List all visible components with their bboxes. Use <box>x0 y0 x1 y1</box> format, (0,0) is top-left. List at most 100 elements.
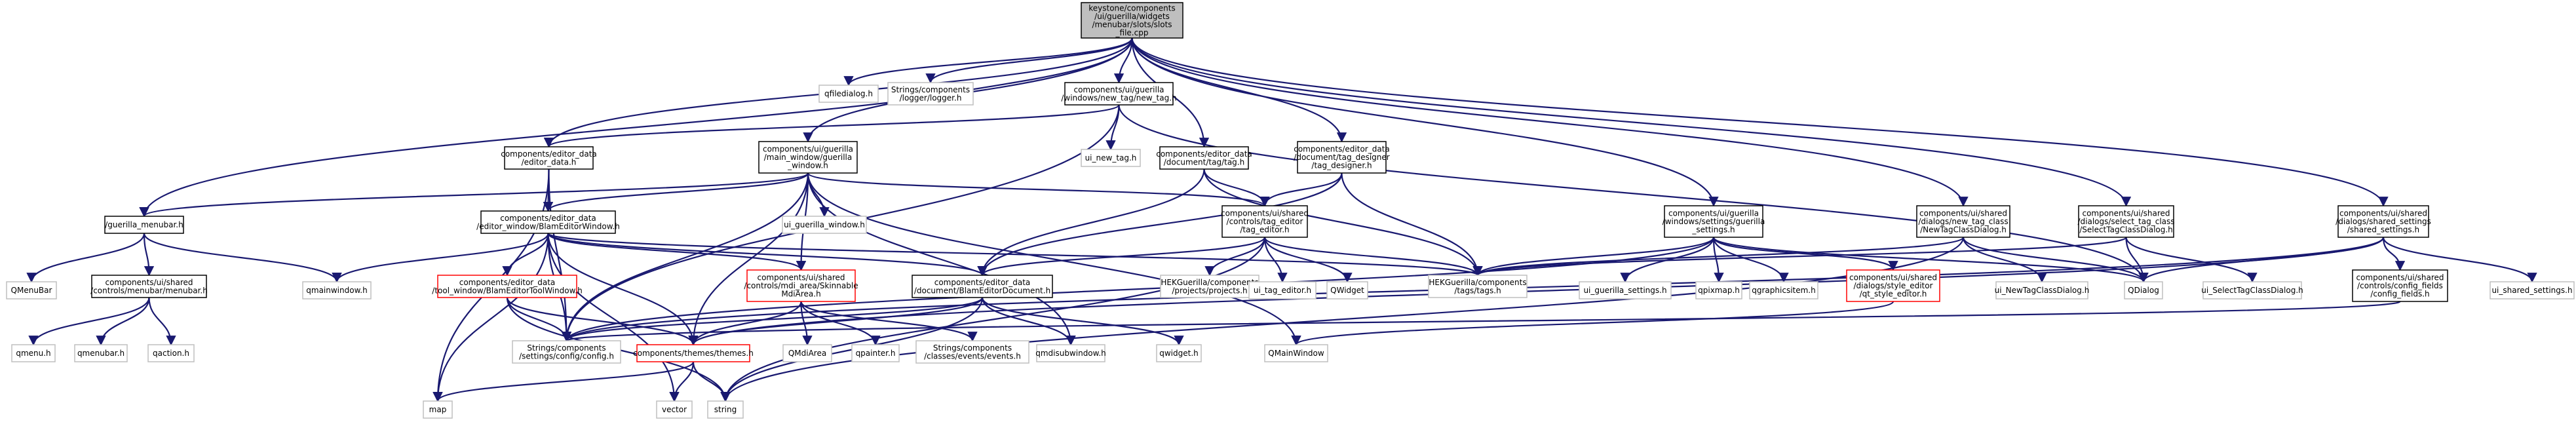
node-label: HEKGuerilla/components <box>1429 278 1526 287</box>
node-style-editor[interactable]: components/ui/shared/dialogs/style_edito… <box>1846 269 1940 302</box>
node-qpainter[interactable]: qpainter.h <box>851 344 900 362</box>
node-label: ui_NewTagClassDialog.h <box>1995 286 2090 295</box>
node-box <box>104 216 184 234</box>
node-qmdisub[interactable]: qmdisubwindow.h <box>1035 344 1106 362</box>
node-label: qgraphicsitem.h <box>1752 286 1815 295</box>
node-blam-editor-window[interactable]: components/editor_data/editor_window/Bla… <box>476 210 620 234</box>
node-label: /windows/settings/guerilla <box>1663 217 1765 226</box>
node-qwidget-c[interactable]: QWidget <box>1326 281 1368 299</box>
node-ui-tag-editor[interactable]: ui_tag_editor.h <box>1248 281 1317 299</box>
node-qfiledialog[interactable]: qfiledialog.h <box>818 85 879 103</box>
node-qdialog[interactable]: QDialog <box>2124 281 2163 299</box>
node-main-window[interactable]: components/ui/guerilla/main_window/gueri… <box>758 141 858 174</box>
node-label: components/ui/shared <box>1919 209 2007 218</box>
node-qwidget-h[interactable]: qwidget.h <box>1156 344 1202 362</box>
edge-tag_h-to-tag_editor <box>1203 168 1270 207</box>
node-settings[interactable]: components/ui/guerilla/windows/settings/… <box>1663 205 1765 238</box>
node-events[interactable]: Strings/components/classes/events/events… <box>915 340 1029 364</box>
node-box <box>1664 205 1763 238</box>
node-label: /menubar/slots/slots <box>1092 20 1172 29</box>
node-logger[interactable]: Strings/components/logger/logger.h <box>887 82 974 106</box>
node-map[interactable]: map <box>423 400 453 419</box>
node-shared-settings[interactable]: components/ui/shared/dialogs/shared_sett… <box>2336 205 2431 238</box>
node-label: components/ui/shared <box>1849 273 1937 282</box>
node-qmainwindow-c[interactable]: QMainWindow <box>1264 344 1328 362</box>
node-label: /tool_window/BlamEditorToolWindow.h <box>432 286 582 295</box>
node-ui-new-tag[interactable]: ui_new_tag.h <box>1081 149 1141 167</box>
node-label: _file.cpp <box>1115 28 1149 37</box>
node-ui-newtagclass[interactable]: ui_NewTagClassDialog.h <box>1995 281 2090 299</box>
node-qpixmap[interactable]: qpixmap.h <box>1695 281 1742 299</box>
node-tag-h[interactable]: components/editor_data/document/tag/tag.… <box>1156 146 1252 170</box>
node-label: /guerilla_menubar.h <box>105 220 183 229</box>
node-label: ui_SelectTagClassDialog.h <box>2201 286 2303 295</box>
node-hek-tags[interactable]: HEKGuerilla/components/tags/tags.h <box>1428 275 1528 298</box>
node-label: /tags/tags.h <box>1454 286 1501 295</box>
node-label: ui_guerilla_settings.h <box>1583 286 1666 295</box>
node-label: /dialogs/select_tag_class <box>2077 217 2174 226</box>
node-qaction[interactable]: qaction.h <box>147 344 195 362</box>
node-ui-guerilla-settings[interactable]: ui_guerilla_settings.h <box>1579 281 1672 299</box>
node-select-tag-class[interactable]: components/ui/shared/dialogs/select_tag_… <box>2077 205 2175 238</box>
node-label: /windows/new_tag/new_tag.h <box>1061 93 1176 102</box>
node-newtag[interactable]: components/ui/guerilla/windows/new_tag/n… <box>1061 82 1177 106</box>
node-tool-window[interactable]: components/editor_data/tool_window/BlamE… <box>432 275 583 298</box>
node-guerilla-menubar[interactable]: /guerilla_menubar.h <box>104 216 184 234</box>
node-blam-doc[interactable]: components/editor_data/document/BlamEdit… <box>912 275 1053 298</box>
node-label: components/ui/shared <box>1221 209 1309 218</box>
node-shared-menubar[interactable]: components/ui/shared/controls/menubar/me… <box>90 275 208 298</box>
edge-root-to-select_tag_class <box>1131 37 2132 207</box>
node-box <box>1081 149 1141 167</box>
node-label: /controls/config_fields <box>2357 281 2443 290</box>
node-label: /config_fields.h <box>2370 290 2429 299</box>
node-label: /editor_data.h <box>522 157 577 166</box>
node-label: qaction.h <box>153 349 189 358</box>
node-ui-selecttagclass[interactable]: ui_SelectTagClassDialog.h <box>2201 281 2303 299</box>
node-label: qwidget.h <box>1159 349 1199 358</box>
node-label: /main_window/guerilla <box>764 153 853 162</box>
edge-tag_editor-to-hek_projects <box>1204 237 1266 277</box>
node-box <box>1749 281 1818 299</box>
node-box <box>1081 2 1183 39</box>
edge-root-to-settings <box>1131 37 1719 207</box>
node-tag-designer[interactable]: components/editor_data/document/tag_desi… <box>1294 141 1390 174</box>
edge-root-to-logger <box>925 37 1133 84</box>
node-label: QMainWindow <box>1268 349 1324 358</box>
node-label: components/ui/guerilla <box>763 145 853 154</box>
node-label: components/editor_data <box>459 278 556 287</box>
node-qmenubar-top[interactable]: QMenuBar <box>6 281 57 299</box>
node-label: /classes/events/events.h <box>924 351 1021 360</box>
node-label: components/ui/shared <box>757 273 845 282</box>
node-editor-data[interactable]: components/editor_data/editor_data.h <box>501 146 597 170</box>
node-box <box>480 210 616 234</box>
node-string[interactable]: string <box>707 400 744 419</box>
node-qmdiarea[interactable]: QMdiArea <box>782 344 832 362</box>
node-config-fields[interactable]: components/ui/shared/controls/config_fie… <box>2352 269 2448 302</box>
node-themes[interactable]: components/themes/themes.h <box>633 344 754 362</box>
edge-blam_doc-to-qmdisub <box>981 297 1076 346</box>
node-ui-guerilla-window[interactable]: ui_guerilla_window.h <box>782 216 867 234</box>
edge-main_window-to-guerilla_menubar <box>139 172 809 218</box>
node-label: /qt_style_editor.h <box>1860 290 1927 299</box>
node-label: components/editor_data <box>1294 145 1390 154</box>
node-config-h[interactable]: Strings/components/settings/config/confi… <box>512 340 621 364</box>
node-label: components/editor_data <box>934 278 1031 287</box>
node-hek-projects[interactable]: HEKGuerilla/components/projects/projects… <box>1160 275 1259 298</box>
node-ui-shared-settings[interactable]: ui_shared_settings.h <box>2489 281 2575 299</box>
node-vector[interactable]: vector <box>656 400 693 419</box>
node-box <box>74 344 128 362</box>
node-label: ui_tag_editor.h <box>1254 286 1311 295</box>
node-qmenubar-h[interactable]: qmenubar.h <box>74 344 128 362</box>
node-qmainwindow-l[interactable]: qmainwindow.h <box>302 281 372 299</box>
node-tag-editor[interactable]: components/ui/shared/controls/tag_editor… <box>1221 205 1309 238</box>
node-skinnable[interactable]: components/ui/shared/controls/mdi_area/S… <box>744 269 858 302</box>
node-label: /editor_window/BlamEditorWindow.h <box>476 222 620 231</box>
edge-main_window-to-config_h <box>561 172 809 342</box>
node-qmenu[interactable]: qmenu.h <box>11 344 56 362</box>
edge-newtag-to-editor_data <box>544 104 1120 148</box>
node-qgraphicsitem[interactable]: qgraphicsitem.h <box>1749 281 1818 299</box>
node-label: components/ui/shared <box>2339 209 2427 218</box>
edge-main_window-to-qmdisub <box>807 172 1076 346</box>
edge-themes-to-vector <box>669 361 695 402</box>
node-new-tag-class[interactable]: components/ui/shared/dialogs/new_tag_cla… <box>1916 205 2010 238</box>
